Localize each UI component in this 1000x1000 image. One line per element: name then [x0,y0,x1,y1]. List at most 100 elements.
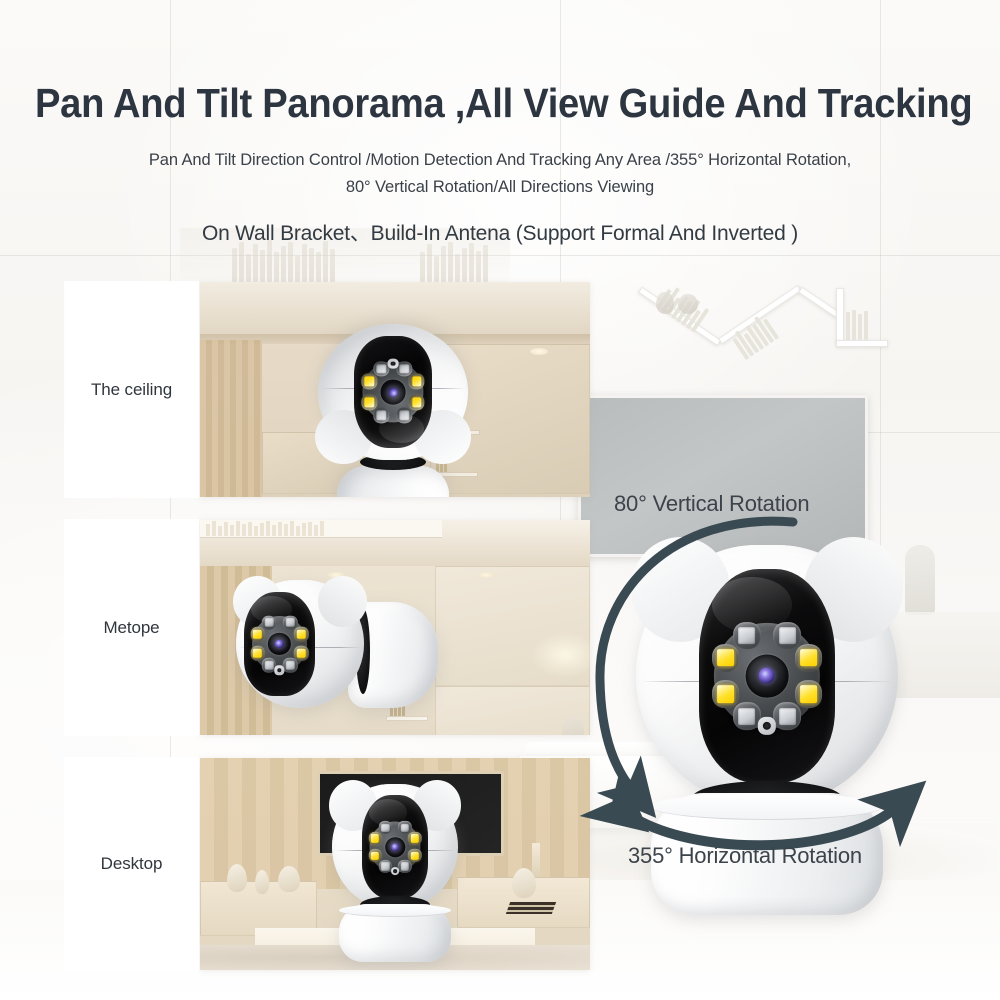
mount-option-row[interactable]: The ceiling [65,282,590,497]
mount-option-photo-ceiling [200,282,590,497]
ir-led [261,657,277,673]
wall-seam [0,255,1000,256]
light-sensor [390,866,400,876]
camera-desktop [329,780,461,962]
background-books [420,236,510,282]
light-sensor [387,358,399,369]
page-title: Pan And Tilt Panorama ,All View Guide An… [35,80,973,126]
camera-faceplate [362,795,428,899]
subtitle-line-2: 80° Vertical Rotation/All Directions Vie… [345,178,655,196]
zigzag-shelf [638,282,890,360]
warm-led [408,831,422,845]
warm-led [368,849,382,863]
ir-led [732,702,761,731]
camera-lens [384,836,406,858]
warm-led [294,646,309,661]
ir-led [396,361,413,377]
lens-glint [388,387,398,397]
horizontal-rotation-label: 355° Horizontal Rotation [628,843,862,868]
camera-wall [233,576,438,708]
ir-led [378,859,392,874]
camera-faceplate [698,568,836,784]
downlight [478,572,494,578]
ir-led [396,407,413,424]
ir-led [398,820,412,835]
camera-head [329,780,461,910]
light-sensor [757,716,777,735]
led-ring-plate [711,621,823,735]
wall-glow [530,632,590,678]
camera-head [630,537,904,807]
decor-books [505,902,557,915]
camera-head [233,576,367,708]
scene-top-books [200,520,590,536]
camera-head [315,324,471,465]
wall-scene [200,520,590,735]
camera-lens [745,654,789,698]
led-ring-plate [361,358,425,424]
decor-vase [562,718,584,735]
downlight [328,572,344,578]
warm-led [794,644,823,672]
background-books [232,236,352,282]
warm-led [711,680,740,708]
mount-option-label-card: The ceiling [65,282,198,497]
downlight [530,348,548,355]
mount-option-label: Metope [103,617,160,637]
ir-led [282,615,298,631]
ir-led [261,615,277,631]
ir-led [773,702,801,731]
lens-glint [275,639,284,649]
mount-option-label-card: Metope [65,520,198,735]
warm-led [361,373,378,390]
shelf-books [846,310,868,340]
decor-vase [656,292,674,314]
ir-led [373,361,390,377]
warm-led [711,644,740,672]
warm-led [408,394,425,411]
decor-vase [278,866,300,893]
camera-base [337,466,449,497]
mount-option-row[interactable]: Metope [65,520,590,735]
camera-ear-right [317,576,367,628]
led-ring-plate [368,820,422,876]
decor-figurine [905,545,935,615]
warm-led [794,680,823,708]
decor-vase [678,294,698,314]
decor-vase [254,870,269,895]
light-sensor [274,665,285,675]
camera-ceiling [315,324,471,497]
warm-led [250,646,265,661]
mount-option-label: Desktop [100,854,163,873]
ir-led [732,621,761,650]
mount-option-label-card: Desktop [65,758,198,970]
page-subtitle: Pan And Tilt Direction Control /Motion D… [0,147,1000,201]
warm-led [408,849,422,863]
warm-led [368,831,382,845]
wall-seam [880,0,881,560]
bracket-antena-note: On Wall Bracket、Build-In Antena (Support… [201,222,799,245]
ir-led [373,407,390,424]
camera-base-top [339,904,451,917]
mini-shelf [386,716,428,721]
ir-led [378,820,392,835]
background-shelf [180,228,510,290]
ceiling-scene [200,282,590,497]
warm-led [250,627,265,642]
ir-led [773,621,801,650]
lens-glint [758,667,776,685]
shelf-segment [836,340,888,347]
warm-led [408,373,425,390]
decor-figurine [512,868,536,899]
subtitle-line-1: Pan And Tilt Direction Control /Motion D… [148,151,852,169]
vertical-rotation-label: 80° Vertical Rotation [614,491,810,516]
wood-panel [200,340,262,497]
camera-faceplate [243,591,316,697]
led-ring-plate [250,615,309,675]
warm-led [361,394,378,411]
desktop-scene [200,758,590,970]
mount-option-row[interactable]: Desktop [65,758,590,970]
mount-option-photo-wall [200,520,590,735]
camera-base [339,904,451,962]
